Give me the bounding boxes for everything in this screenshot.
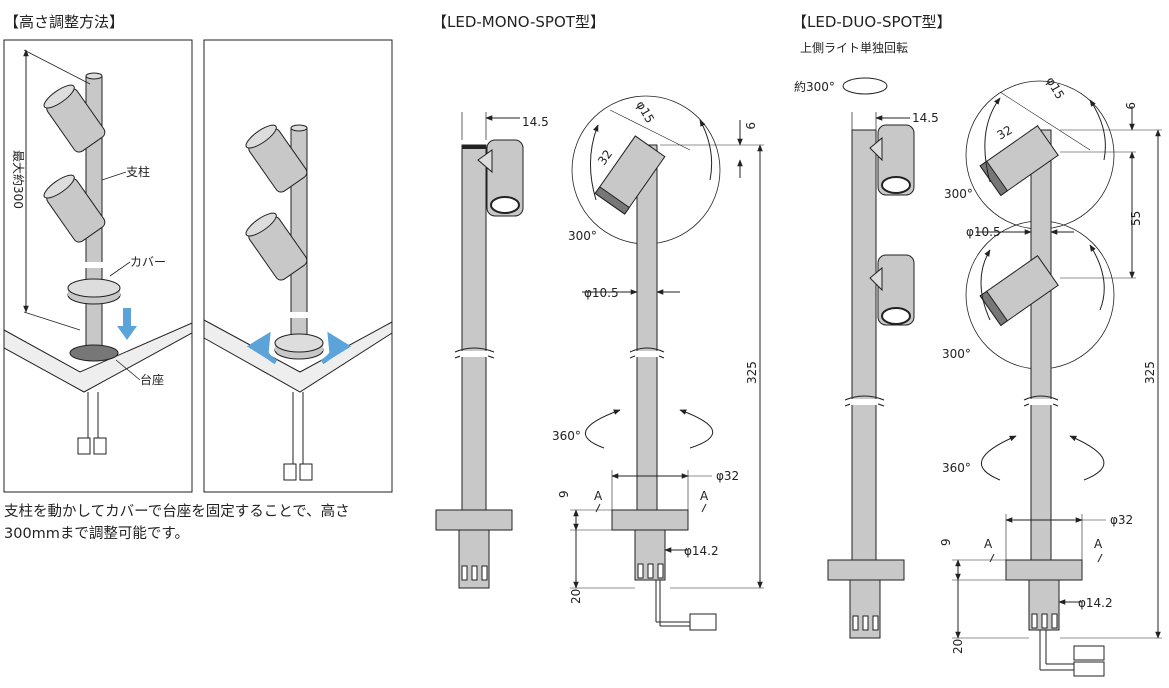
duo-subheading: 上側ライト単独回転 [800, 41, 908, 55]
duo-rot-360: 360° [942, 461, 971, 475]
duo-side-view [827, 77, 915, 639]
duo-rot-300-bottom: 300° [942, 347, 971, 361]
mono-section-a-left: A [594, 489, 603, 503]
duo-dim-32: 32 [995, 123, 1015, 143]
mono-rot-300: 300° [568, 229, 597, 243]
mono-lower-h: 20 [569, 589, 583, 604]
label-base: 台座 [140, 372, 164, 387]
mono-front-view [570, 95, 764, 631]
label-cover: カバー [130, 255, 166, 269]
duo-total-h: 325 [1143, 361, 1157, 384]
mono-post-dia: φ10.5 [584, 286, 619, 300]
duo-rot-300-top: 300° [944, 187, 973, 201]
duo-section-a-right: A [1094, 537, 1103, 551]
mono-section-a-right: A [700, 489, 709, 503]
mono-lower-dia: φ14.2 [684, 544, 719, 558]
mono-total-h: 325 [745, 361, 759, 384]
duo-base-dia: φ32 [1110, 513, 1133, 527]
label-max-height: 最大約300 [11, 150, 26, 209]
label-post: 支柱 [126, 164, 150, 179]
duo-dim-9-top: 9 [1123, 102, 1137, 110]
mono-base-dia: φ32 [716, 469, 739, 483]
duo-dim-d15: φ15 [1043, 75, 1067, 102]
duo-spacing: 55 [1129, 211, 1143, 226]
duo-base-h: 9 [939, 538, 953, 546]
mono-heading: 【LED-MONO-SPOT型】 [432, 13, 605, 31]
duo-post-dia: φ10.5 [966, 225, 1001, 239]
duo-approx-rot: 約300° [794, 79, 835, 94]
duo-front-view [952, 80, 1162, 677]
mono-dim-d15: φ15 [633, 99, 657, 126]
adjust-illustration-after [203, 39, 393, 493]
duo-dim-14-5: 14.5 [912, 111, 939, 125]
mono-dim-9-top: 9 [743, 122, 757, 130]
mono-dim-14-5: 14.5 [522, 115, 549, 129]
mono-dim-32: 32 [595, 147, 615, 168]
height-adjust-heading: 【高さ調整方法】 [4, 13, 124, 31]
mono-rot-360: 360° [552, 429, 581, 443]
mono-base-h: 9 [557, 490, 571, 498]
duo-section-a-left: A [984, 537, 993, 551]
duo-heading: 【LED-DUO-SPOT型】 [792, 13, 952, 31]
height-adjust-note: 支柱を動かしてカバーで台座を固定することで、高さ300mmまで調整可能です。 [4, 504, 350, 542]
mono-side-view [435, 112, 524, 589]
duo-lower-h: 20 [951, 639, 965, 654]
duo-lower-dia: φ14.2 [1078, 596, 1113, 610]
adjust-illustration-before [3, 39, 193, 493]
